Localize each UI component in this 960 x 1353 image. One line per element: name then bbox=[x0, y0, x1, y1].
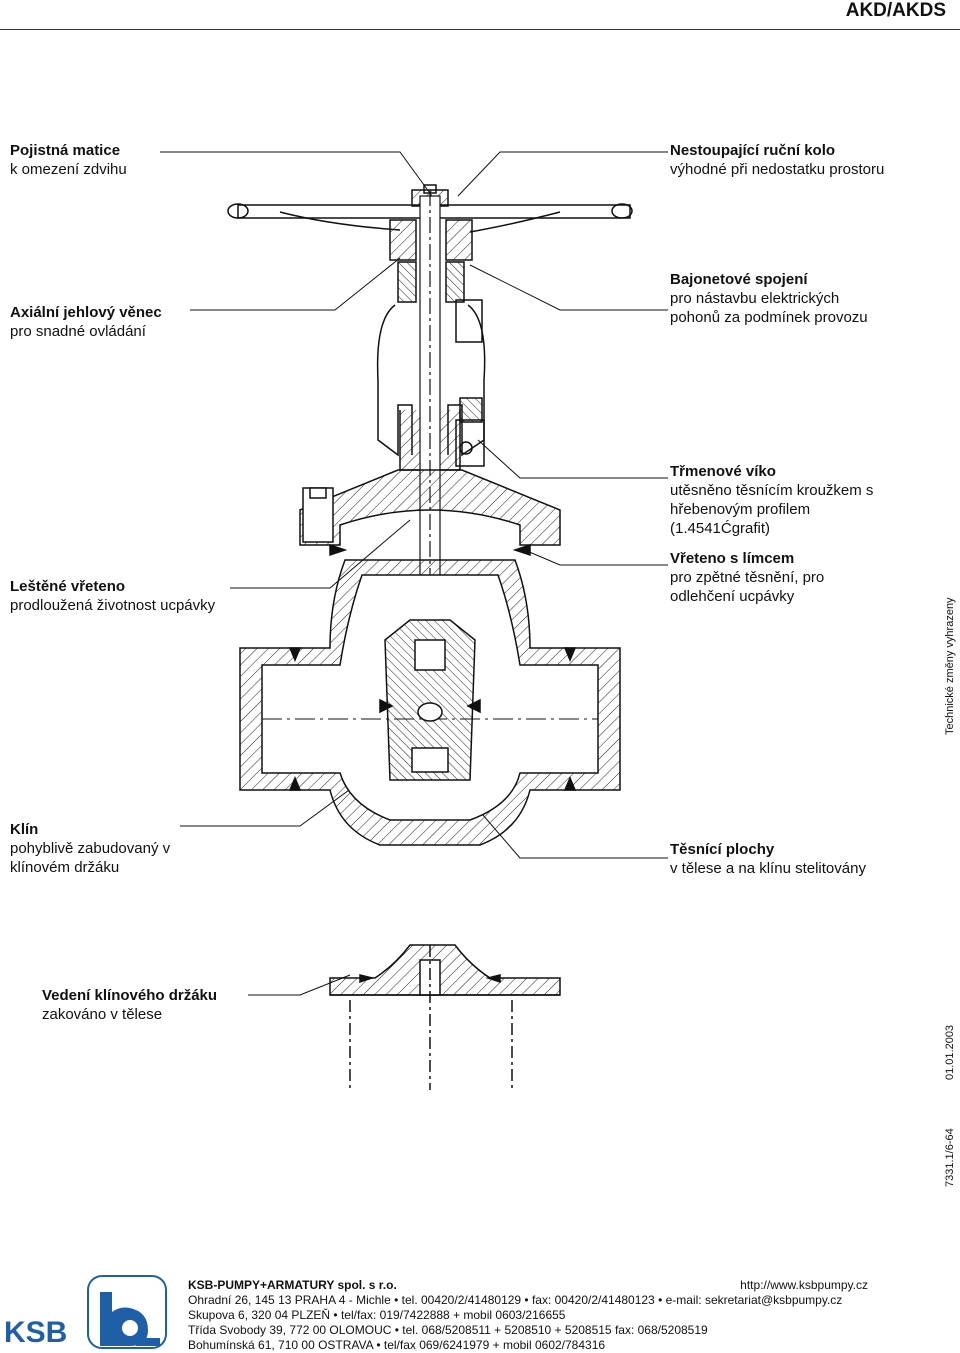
footer-company: KSB-PUMPY+ARMATURY spol. s r.o. bbox=[188, 1278, 397, 1292]
ksb-logo: KSB bbox=[4, 1275, 167, 1349]
side-date: 01.01.2003 bbox=[944, 1024, 956, 1080]
footer-line-ostrava: Bohumínská 61, 710 00 OSTRAVA • tel/fax … bbox=[188, 1338, 606, 1352]
footer-line-plzen: Skupova 6, 320 04 PLZEŇ • tel/fax: 019/7… bbox=[188, 1308, 566, 1322]
yoke bbox=[376, 219, 486, 471]
label-vedeni-drzaku: Vedení klínového držáku zakováno v těles… bbox=[42, 987, 218, 1023]
footer-line-olomouc: Třída Svobody 39, 772 00 OLOMOUC • tel. … bbox=[188, 1323, 708, 1337]
label-pojistna-matice: Pojistná matice k omezení zdvihu bbox=[10, 142, 127, 178]
label-bajonetove-spojeni: Bajonetové spojení pro nástavbu elektric… bbox=[670, 271, 868, 326]
label-lestene-vreteno: Leštěné vřeteno prodloužená životnost uc… bbox=[10, 578, 216, 614]
label-axialni-venec: Axiální jehlový věnec pro snadné ovládán… bbox=[10, 304, 162, 340]
side-technicke-zmeny: Technické změny vyhrazeny bbox=[944, 597, 956, 735]
bonnet bbox=[299, 469, 561, 557]
footer-contacts: KSB-PUMPY+ARMATURY spol. s r.o. http://w… bbox=[188, 1278, 868, 1353]
footer-line-praha: Ohradní 26, 145 13 PRAHA 4 - Michle • te… bbox=[188, 1293, 843, 1307]
header-rule bbox=[0, 29, 960, 30]
side-code: 7331.1/6-64 bbox=[944, 1128, 956, 1187]
label-nestoupajici-kolo: Nestoupající ruční kolo výhodné při nedo… bbox=[670, 142, 885, 178]
wedge bbox=[379, 619, 481, 781]
label-trmenove-viko: Třmenové víko utěsněno těsnícím kroužkem… bbox=[670, 463, 874, 537]
page-title: AKD/AKDS bbox=[845, 0, 946, 21]
footer-web[interactable]: http://www.ksbpumpy.cz bbox=[740, 1278, 868, 1292]
logo-text: KSB bbox=[4, 1316, 67, 1349]
label-tesnici-plochy: Těsnící plochy v tělese a na klínu steli… bbox=[670, 841, 866, 877]
guide-detail bbox=[329, 944, 561, 1090]
label-vreteno-limec: Vřeteno s límcem pro zpětné těsnění, pro… bbox=[670, 550, 825, 605]
label-klin: Klín pohyblivě zabudovaný v klínovém drž… bbox=[10, 821, 171, 876]
